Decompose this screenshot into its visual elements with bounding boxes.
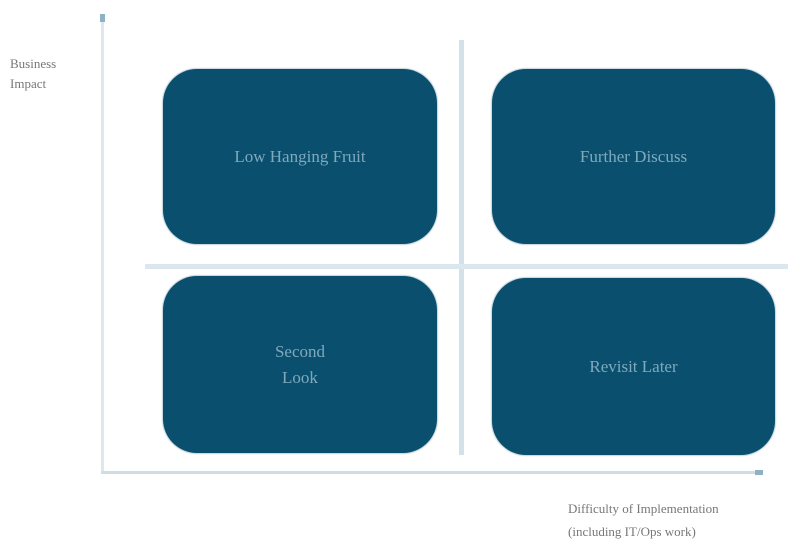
vertical-divider — [459, 40, 464, 455]
y-axis-line — [101, 14, 104, 474]
quadrant-second-look: Second Look — [163, 276, 437, 453]
quadrant-further-discuss: Further Discuss — [492, 69, 775, 244]
y-axis-arrow-icon — [100, 14, 105, 22]
x-axis-line — [101, 471, 763, 474]
y-axis-label: Business Impact — [10, 56, 57, 91]
horizontal-divider — [145, 264, 788, 269]
quadrant-label: Second Look — [274, 341, 326, 387]
x-axis-label: Difficulty of Implementation (including … — [568, 501, 719, 539]
x-axis-arrow-icon — [755, 470, 763, 475]
quadrant-label: Low Hanging Fruit — [234, 146, 366, 166]
quadrant-revisit-later: Revisit Later — [492, 278, 775, 455]
quadrant-label: Further Discuss — [579, 146, 688, 166]
quadrant-label: Revisit Later — [589, 356, 678, 376]
quadrant-low-hanging-fruit: Low Hanging Fruit — [163, 69, 437, 244]
